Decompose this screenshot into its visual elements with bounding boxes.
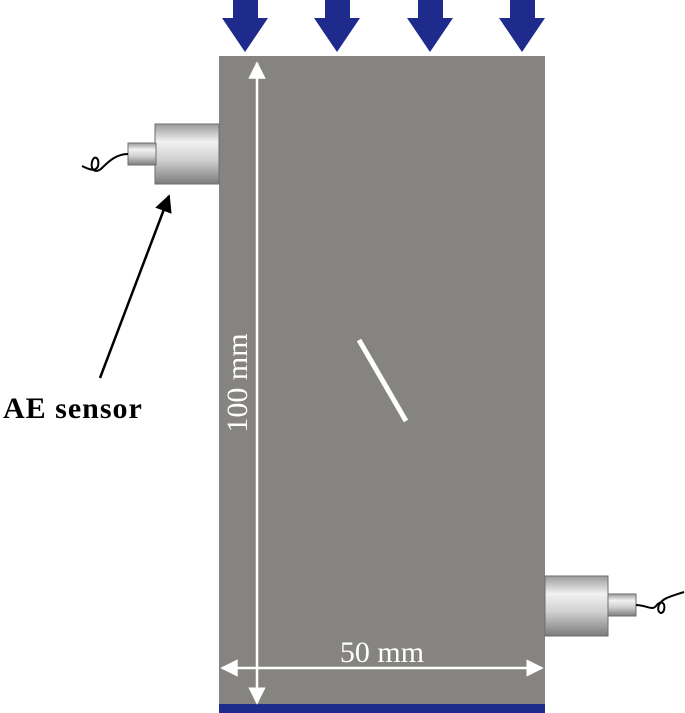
sensor-pointer-arrow — [98, 194, 172, 379]
ae-sensor-left — [81, 123, 220, 185]
sensor-connector — [127, 142, 157, 166]
down-arrow-icon — [499, 0, 545, 52]
height-label: 100 mm — [221, 333, 254, 432]
width-label: 50 mm — [340, 636, 424, 669]
load-arrows — [222, 0, 545, 52]
down-arrow-icon — [314, 0, 360, 52]
sensor-connector — [607, 593, 637, 617]
sensor-cable — [81, 153, 129, 172]
flaw-crack — [356, 338, 409, 423]
sensor-body — [544, 575, 609, 637]
sensor-body — [154, 123, 220, 185]
ae-sensor-right — [544, 575, 685, 637]
down-arrow-icon — [407, 0, 453, 52]
down-arrow-icon — [222, 0, 268, 52]
base-plate — [219, 704, 545, 713]
sensor-label: AE sensor — [3, 392, 143, 425]
sensor-cable — [635, 591, 685, 614]
